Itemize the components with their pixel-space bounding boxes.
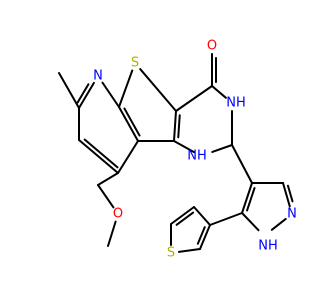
bond-thiophene-cc <box>173 110 177 142</box>
bond-pyridine-c5 <box>78 139 119 174</box>
bond-thiophene-cc-2 <box>177 114 181 139</box>
bond-c-n-pyridine-2 <box>76 83 90 104</box>
bond-thiophene-c3c2 <box>199 224 211 250</box>
carbonyl-oxygen-label: O <box>207 39 217 54</box>
bond-pyrazole-c4c5 <box>241 182 253 214</box>
bond-c-s <box>118 69 134 108</box>
bond-pyrazole-c5n1 <box>241 212 260 232</box>
pyrazole-nh-label: NH <box>258 239 278 254</box>
molecule-canvas: O O S S N NH NH N NH <box>58 38 297 261</box>
ether-oxygen-label: O <box>113 207 123 222</box>
ring-sulfur-label: S <box>131 56 139 71</box>
bond-thiophene-c5c4 <box>170 206 195 225</box>
bond-methyl <box>58 72 80 109</box>
bond-n-c-pyridine <box>101 81 120 108</box>
bond-ring-fusion-2 <box>123 107 141 137</box>
bond-s-c <box>139 68 177 112</box>
bond-nh-thiophene <box>173 140 196 154</box>
bond-thiophene-c2s <box>177 248 201 253</box>
structure-diagram: O O S S N NH NH N NH <box>58 39 297 261</box>
pyrazole-nitrogen-label: N <box>287 207 297 222</box>
bonds <box>58 53 294 253</box>
bond-pyrazole-c4c5-2 <box>246 187 256 212</box>
bond-thiophene-c4c3 <box>193 206 211 226</box>
bond-o-methyl <box>107 220 117 247</box>
thiophene-sulfur-label: S <box>167 246 175 261</box>
bond-chiral-pyrazole <box>231 144 253 184</box>
bond-pyridine-c4 <box>117 140 139 174</box>
bond-carbonyl-nh <box>211 85 227 99</box>
atom-labels: O O S S N NH NH N NH <box>93 39 297 261</box>
bond-pyrazole-thiophene <box>209 212 243 226</box>
bond-ring-fusion <box>118 106 139 142</box>
amine-nh-label: NH <box>187 149 207 164</box>
bond-pyrazole-n2c3-2 <box>286 184 294 203</box>
bond-pyridine-c5-2 <box>83 138 119 169</box>
bond-ch2 <box>97 172 119 186</box>
bond-c-carbonyl <box>175 85 213 112</box>
pyridine-nitrogen-label: N <box>93 69 103 84</box>
bond-pyrazole-n2c3 <box>282 182 291 208</box>
amide-nh-label: NH <box>226 96 246 111</box>
bond-c-n-pyridine <box>78 81 95 109</box>
bond-thiophene-c5c4-2 <box>175 211 195 226</box>
bond-pyrazole-n1n2 <box>270 217 287 231</box>
bond-thiophene-c3c2-2 <box>196 226 206 245</box>
bond-ch2-o <box>97 184 115 209</box>
bond-chiral-nh <box>211 144 233 153</box>
